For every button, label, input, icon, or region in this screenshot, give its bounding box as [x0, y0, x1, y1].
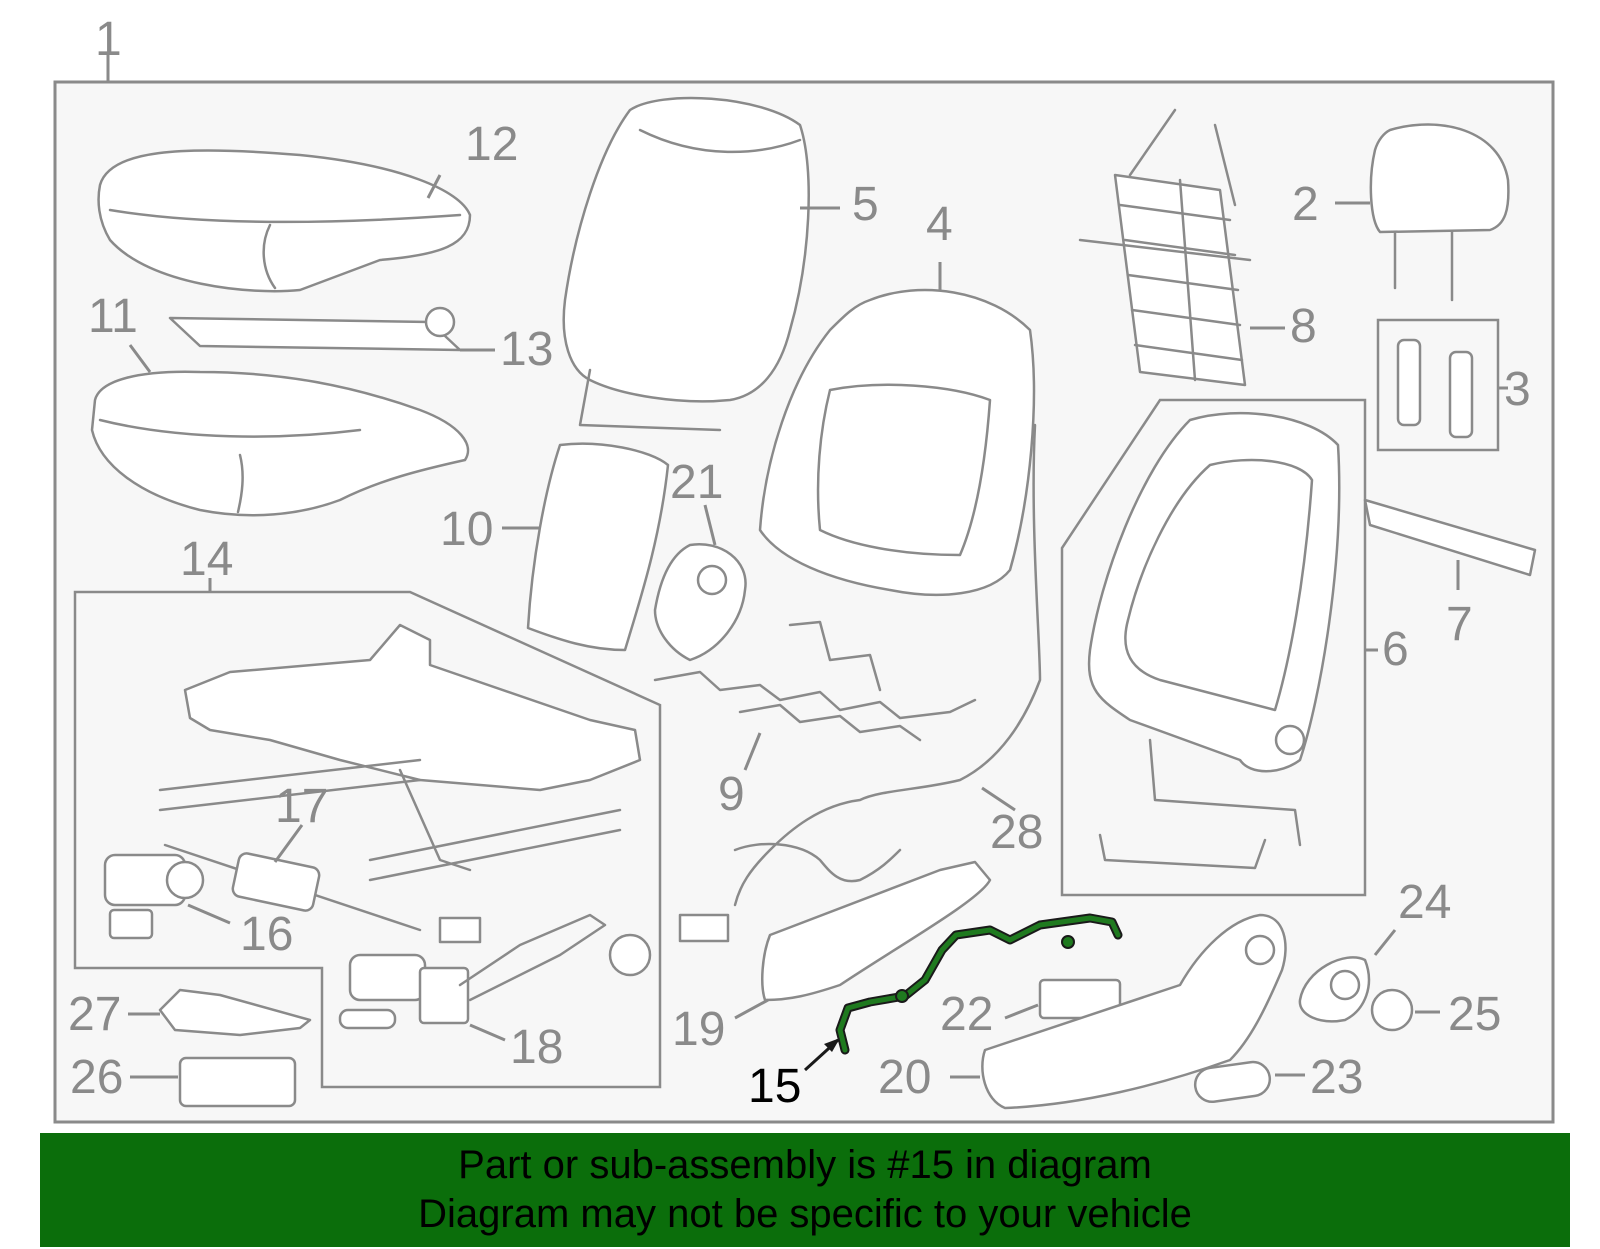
- callout-3: 3: [1504, 363, 1531, 416]
- callout-9: 9: [718, 768, 745, 821]
- callout-16: 16: [240, 908, 293, 961]
- part-2-headrest: [1335, 123, 1510, 302]
- callout-20: 20: [878, 1051, 931, 1104]
- part-11-cushion-pad: [90, 344, 470, 517]
- callout-11: 11: [88, 290, 138, 343]
- part-20-outer-shield: [950, 913, 1287, 1110]
- callout-21: 21: [670, 456, 723, 509]
- part-28-wire-harness: [678, 423, 1042, 943]
- part-6-seatback-frame: [1087, 411, 1378, 870]
- callout-28: 28: [990, 806, 1043, 859]
- part-26-module: [130, 1056, 297, 1108]
- callout-6: 6: [1382, 623, 1409, 676]
- part-13-heater-pad: [168, 306, 495, 352]
- part-15-highlighted-cable: [803, 913, 1123, 1072]
- callout-7: 7: [1446, 598, 1473, 651]
- callout-23: 23: [1310, 1051, 1363, 1104]
- callout-14: 14: [180, 533, 233, 586]
- callout-17: 17: [275, 780, 328, 833]
- part-5-seatback-cover: [562, 96, 840, 432]
- callout-26: 26: [70, 1051, 123, 1104]
- part-27-bracket: [128, 988, 312, 1037]
- part-9-seat-springs: [653, 620, 977, 771]
- callout-15: 15: [748, 1060, 801, 1113]
- part-12-cushion-cover: [97, 149, 472, 293]
- callout-5: 5: [852, 178, 879, 231]
- info-banner: Part or sub-assembly is #15 in diagram D…: [40, 1133, 1570, 1247]
- callout-2: 2: [1292, 178, 1319, 231]
- part-4-seatback-pad: [758, 262, 1036, 597]
- callout-10: 10: [440, 503, 493, 556]
- part-8-back-spring-grid: [1078, 108, 1285, 387]
- part-18-height-motor: [338, 913, 652, 1042]
- part-24-recline-knob: [1298, 929, 1397, 1023]
- banner-line-2: Diagram may not be specific to your vehi…: [418, 1192, 1192, 1236]
- callout-24: 24: [1398, 876, 1451, 929]
- part-21-lumbar-module: [653, 504, 747, 662]
- part-16-motor: [103, 853, 231, 940]
- callout-27: 27: [68, 988, 121, 1041]
- callout-22: 22: [940, 988, 993, 1041]
- part-23-handle: [1193, 1060, 1305, 1104]
- callout-1: 1: [95, 13, 122, 66]
- frame-14: [73, 590, 662, 1089]
- callout-13: 13: [500, 323, 553, 376]
- callout-4: 4: [926, 198, 953, 251]
- part-14-seat-adjuster: [158, 623, 642, 882]
- callout-25: 25: [1448, 988, 1501, 1041]
- frame-3: [1376, 318, 1500, 452]
- part-3-headrest-guides: [1396, 338, 1508, 439]
- part-17-motor-cable: [163, 824, 422, 932]
- part-25-cap: [1370, 988, 1440, 1032]
- callout-12: 12: [465, 118, 518, 171]
- frame-6: [1060, 398, 1367, 897]
- callout-8: 8: [1290, 300, 1317, 353]
- callout-18: 18: [510, 1021, 563, 1074]
- part-10-back-panel: [502, 442, 670, 652]
- callout-19: 19: [672, 1003, 725, 1056]
- part-22-switch: [1004, 978, 1122, 1020]
- banner-line-1: Part or sub-assembly is #15 in diagram: [458, 1143, 1152, 1187]
- part-7-trim-panel: [1363, 498, 1537, 590]
- part-19-side-shield: [734, 860, 992, 1020]
